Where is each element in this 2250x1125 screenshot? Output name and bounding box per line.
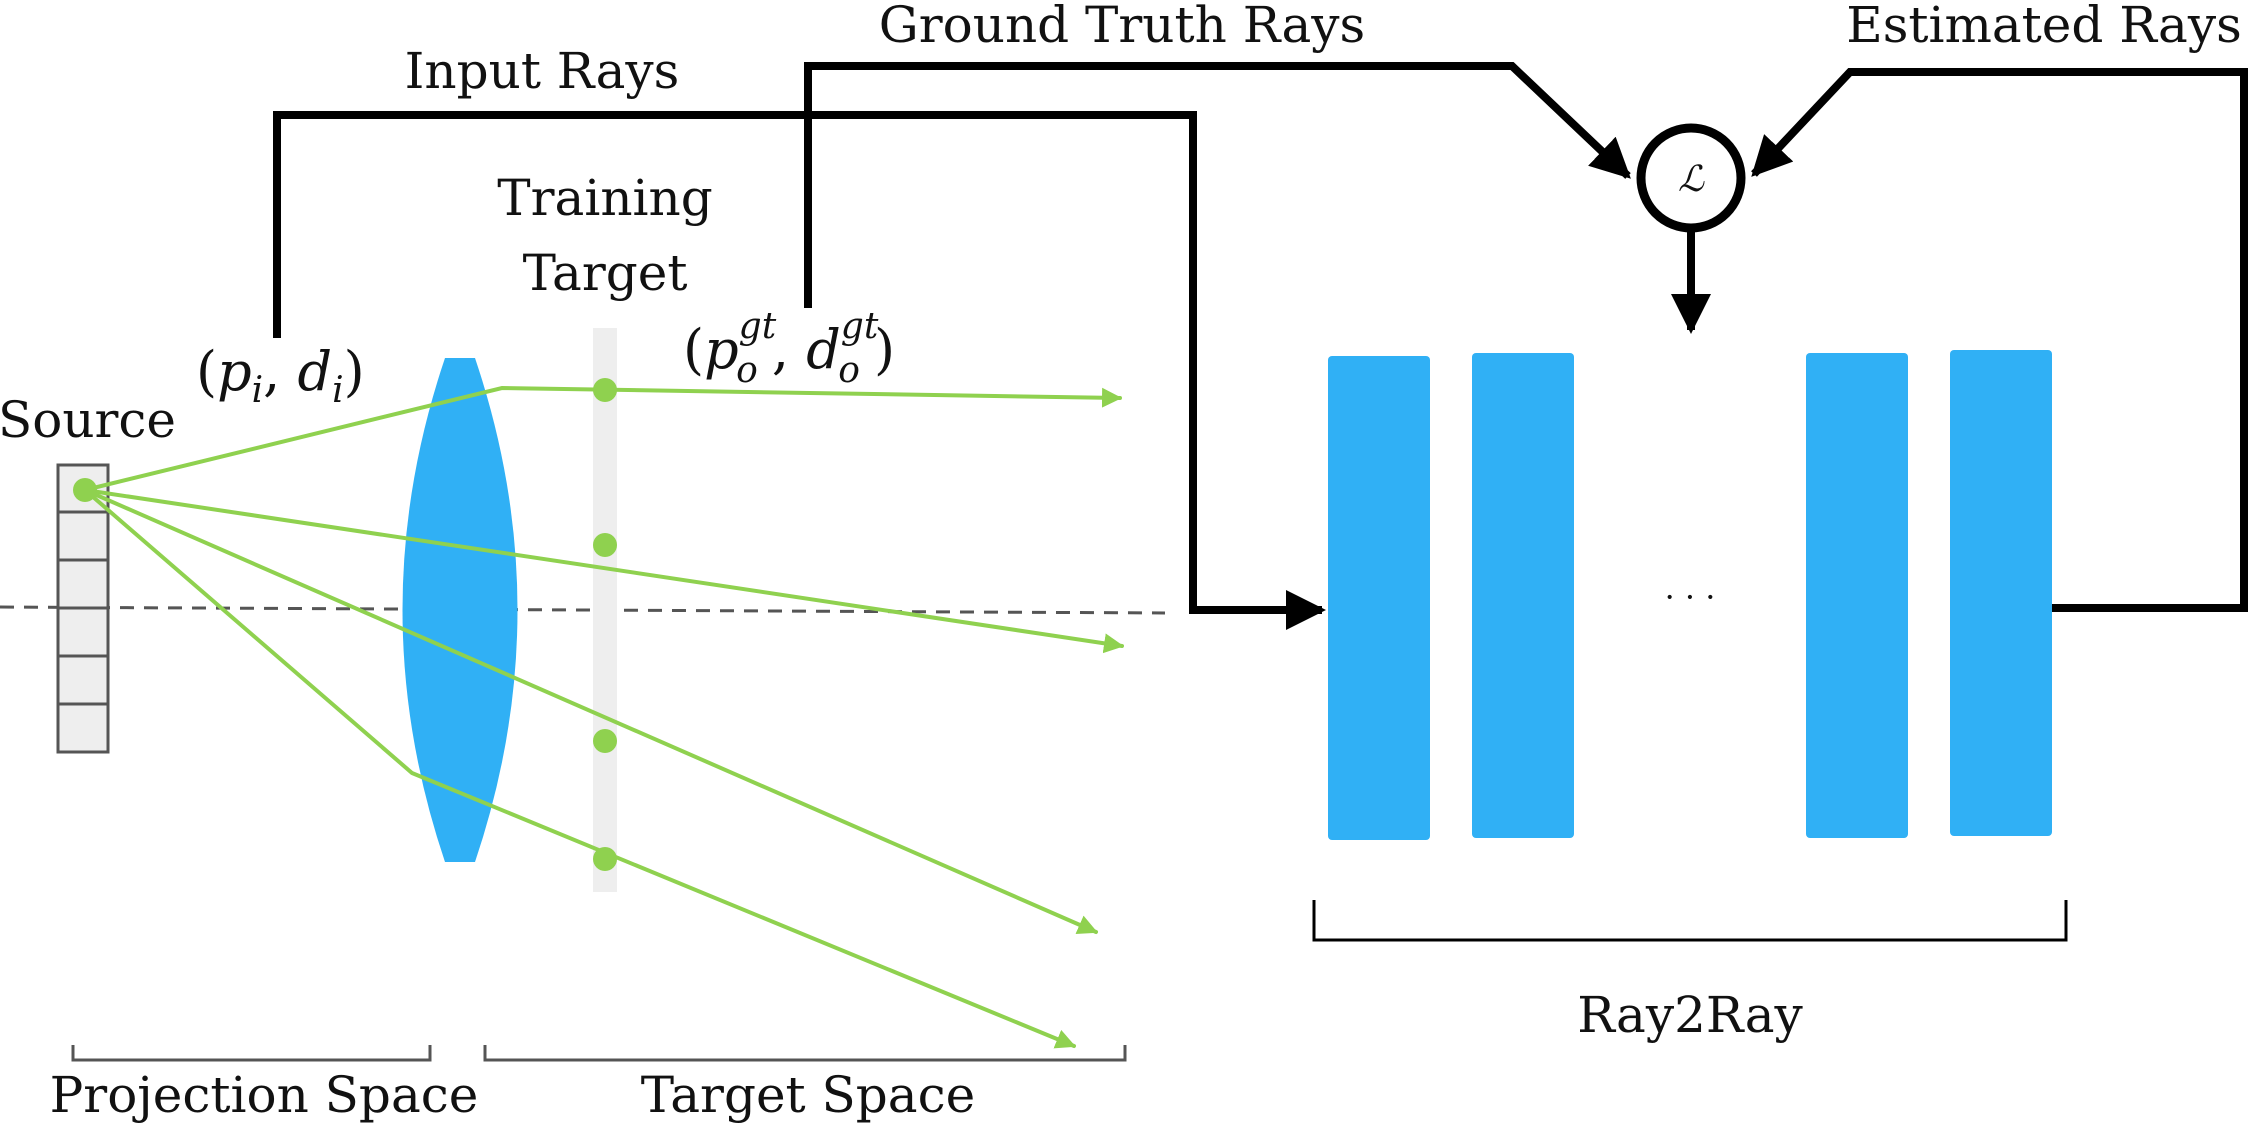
p-superscript: gt (739, 306, 777, 347)
d-subscript: o (838, 350, 860, 391)
estimated-rays-label: Estimated Rays (1846, 0, 2242, 54)
network-layer-2 (1472, 353, 1574, 838)
p-subscript: o (736, 350, 758, 391)
training-target-plane (593, 328, 617, 892)
ray-3 (83, 488, 1098, 934)
target-point-4 (593, 847, 617, 871)
ray-1 (83, 385, 1122, 492)
close-paren: ) (874, 318, 895, 381)
ray-4 (83, 488, 1076, 1049)
target-point-1 (593, 378, 617, 402)
training-target-label-line2: Target (523, 244, 688, 302)
p-symbol: p (217, 340, 252, 403)
open-paren: ( (196, 340, 217, 403)
input-rays-label: Input Rays (405, 42, 680, 100)
d-symbol: d (298, 340, 333, 403)
target-space-label: Target Space (641, 1066, 975, 1124)
ray2ray-network (1328, 350, 2052, 840)
ray2ray-bracket (1312, 900, 2068, 942)
d-superscript: gt (841, 306, 879, 347)
close-paren: ) (344, 340, 365, 403)
target-point-2 (593, 533, 617, 557)
input-ray-pair: (pi, di) (196, 340, 365, 411)
projection-space-label: Projection Space (50, 1066, 479, 1124)
source-label: Source (0, 391, 176, 449)
loss-symbol: ℒ (1678, 159, 1705, 200)
loss-node (1636, 123, 1746, 233)
comma: , (772, 318, 806, 381)
light-rays (83, 385, 1124, 1049)
estimated-rays-arrow (1751, 68, 2248, 612)
layers-ellipsis: · · · (1665, 578, 1716, 616)
d-symbol: d (806, 318, 841, 381)
target-point-3 (593, 729, 617, 753)
lens (402, 358, 518, 862)
ground-truth-rays-label: Ground Truth Rays (879, 0, 1365, 54)
d-subscript: i (332, 370, 344, 411)
network-layer-1 (1328, 356, 1430, 840)
comma: , (263, 340, 297, 403)
optical-axis (0, 605, 1166, 615)
ground-truth-rays-arrow (804, 62, 1631, 308)
target-space-bracket (483, 1045, 1127, 1062)
open-paren: ( (683, 318, 704, 381)
source-point (73, 478, 97, 502)
network-layer-n-minus-1 (1806, 353, 1908, 838)
projection-space-bracket (71, 1045, 432, 1062)
p-subscript: i (252, 370, 264, 411)
ray-2 (83, 488, 1124, 654)
ray2ray-label: Ray2Ray (1577, 986, 1803, 1044)
p-symbol: p (704, 318, 739, 381)
network-layer-n (1950, 350, 2052, 836)
source-sensor (56, 463, 110, 754)
training-target-label-line1: Training (497, 169, 712, 227)
input-rays-arrow (273, 111, 1326, 630)
